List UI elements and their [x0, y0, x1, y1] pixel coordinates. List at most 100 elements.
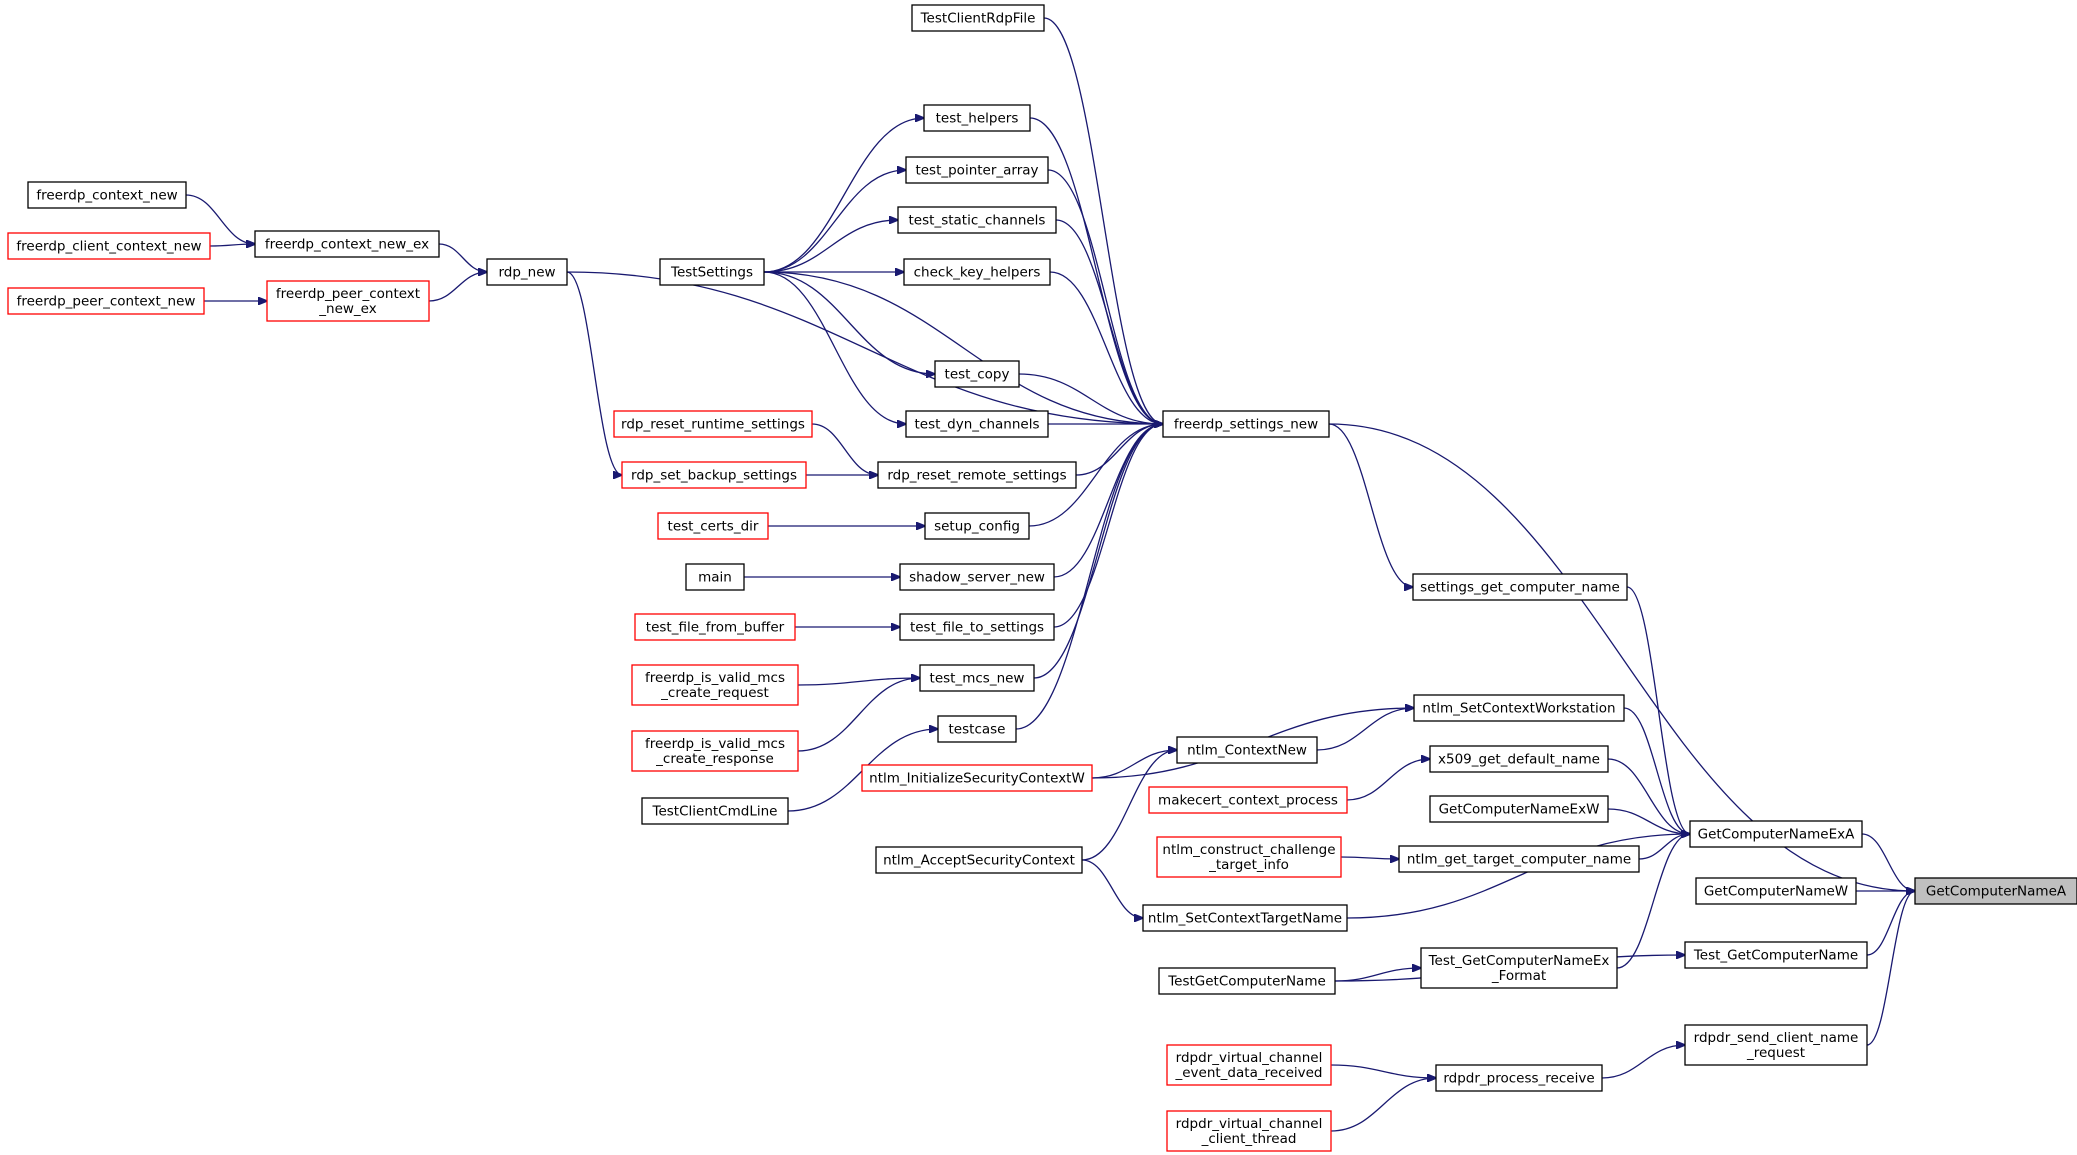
node-get-computer-name-a[interactable]: GetComputerNameA [1914, 877, 2077, 905]
node-ntlm-construct-challenge-target-info[interactable]: ntlm_construct_challenge_target_info [1156, 836, 1342, 878]
node-label: freerdp_client_context_new [16, 239, 201, 255]
node-freerdp-client-context-new[interactable]: freerdp_client_context_new [7, 232, 211, 260]
node-label: TestGetComputerName [1167, 974, 1326, 990]
node-box [613, 410, 813, 438]
node-check-key-helpers[interactable]: check_key_helpers [903, 258, 1051, 286]
node-box [905, 156, 1049, 184]
node-ntlm-set-context-workstation[interactable]: ntlm_SetContextWorkstation [1413, 694, 1625, 722]
node-rdpdr-virtual-channel-event-data-received[interactable]: rdpdr_virtual_channel_event_data_receive… [1166, 1044, 1332, 1086]
node-label: test_static_channels [909, 213, 1046, 229]
edge-x509-get-default-name-to-get-computer-name-ex-a [1607, 758, 1690, 834]
node-test-file-to-settings[interactable]: test_file_to_settings [899, 613, 1055, 641]
node-box [875, 846, 1083, 874]
node-ntlm-set-context-target-name[interactable]: ntlm_SetContextTargetName [1142, 904, 1348, 932]
node-ntlm-get-target-computer-name[interactable]: ntlm_get_target_computer_name [1398, 845, 1640, 873]
node-test-client-rdp-file[interactable]: TestClientRdpFile [911, 4, 1045, 32]
node-rdp-set-backup-settings[interactable]: rdp_set_backup_settings [621, 461, 807, 489]
edge-test-get-computer-name-ex-format-to-get-computer-name-ex-a [1616, 834, 1690, 969]
node-test-copy[interactable]: test_copy [934, 360, 1020, 388]
node-get-computer-name-ex-a[interactable]: GetComputerNameExA [1689, 820, 1863, 848]
node-x509-get-default-name[interactable]: x509_get_default_name [1429, 745, 1609, 773]
node-box [1695, 877, 1857, 905]
node-ntlm-context-new[interactable]: ntlm_ContextNew [1176, 736, 1318, 764]
node-get-computer-name-ex-w[interactable]: GetComputerNameExW [1429, 795, 1609, 823]
node-label: Test_GetComputerNameEx [1428, 953, 1610, 969]
node-shadow-server-new[interactable]: shadow_server_new [899, 563, 1055, 591]
node-label: check_key_helpers [914, 265, 1041, 281]
node-rdp-reset-remote-settings[interactable]: rdp_reset_remote_settings [877, 461, 1077, 489]
edge-get-computer-name-ex-a-to-get-computer-name-a [1861, 833, 1915, 891]
node-test-dyn-channels[interactable]: test_dyn_channels [905, 410, 1049, 438]
node-label: ntlm_SetContextTargetName [1148, 911, 1342, 927]
node-box [911, 4, 1045, 32]
node-settings-get-computer-name[interactable]: settings_get_computer_name [1412, 573, 1628, 601]
edge-ntlm-initialize-security-context-w-to-ntlm-context-new [1091, 750, 1177, 779]
edge-rdpdr-virtual-channel-event-data-received-to-rdpdr-process-receive [1330, 1064, 1436, 1078]
node-label: TestClientCmdLine [652, 804, 778, 820]
node-box [685, 563, 745, 591]
node-label: testcase [949, 722, 1006, 738]
node-rdpdr-process-receive[interactable]: rdpdr_process_receive [1435, 1064, 1603, 1092]
edge-rdp-reset-remote-settings-to-freerdp-settings-new [1075, 424, 1163, 476]
node-box [1412, 573, 1628, 601]
edge-test-settings-to-test-dyn-channels [763, 271, 906, 424]
node-label: freerdp_settings_new [1174, 417, 1318, 433]
node-label: settings_get_computer_name [1420, 580, 1620, 596]
node-box [1398, 845, 1640, 873]
node-freerdp-is-valid-mcs-create-response[interactable]: freerdp_is_valid_mcs_create_response [631, 730, 799, 772]
node-test-pointer-array[interactable]: test_pointer_array [905, 156, 1049, 184]
edge-test-get-computer-name-to-test-get-computer-name-ex-format [1334, 968, 1421, 982]
node-setup-config[interactable]: setup_config [924, 512, 1030, 540]
node-label: ntlm_SetContextWorkstation [1422, 701, 1615, 717]
node-box [7, 287, 205, 315]
node-box [937, 715, 1017, 743]
node-test-file-from-buffer[interactable]: test_file_from_buffer [634, 613, 796, 641]
node-rdpdr-send-client-name-request[interactable]: rdpdr_send_client_name_request [1684, 1024, 1868, 1066]
node-label: _new_ex [318, 301, 376, 317]
node-label: makecert_context_process [1158, 793, 1338, 809]
edge-test-settings-to-test-copy [763, 271, 935, 374]
node-testcase[interactable]: testcase [937, 715, 1017, 743]
node-box [634, 613, 796, 641]
node-label: TestSettings [670, 265, 753, 281]
node-test-mcs-new[interactable]: test_mcs_new [919, 664, 1035, 692]
edge-test-client-rdp-file-to-freerdp-settings-new [1043, 17, 1163, 424]
node-freerdp-peer-context-new[interactable]: freerdp_peer_context_new [7, 287, 205, 315]
node-label: _event_data_received [1174, 1065, 1322, 1081]
node-rdp-new[interactable]: rdp_new [486, 258, 568, 286]
node-test-helpers[interactable]: test_helpers [923, 104, 1031, 132]
edge-test-get-computer-name-to-get-computer-name-a [1866, 891, 1915, 956]
node-rdpdr-virtual-channel-client-thread[interactable]: rdpdr_virtual_channel_client_thread [1166, 1110, 1332, 1152]
edge-freerdp-peer-context-new-ex-to-rdp-new [428, 272, 487, 302]
node-test-certs-dir[interactable]: test_certs_dir [657, 512, 769, 540]
node-box [657, 512, 769, 540]
node-box [1429, 745, 1609, 773]
node-label: freerdp_peer_context_new [17, 294, 196, 310]
node-box [641, 797, 789, 825]
node-label: rdpdr_send_client_name [1694, 1030, 1859, 1046]
node-makecert-context-process[interactable]: makecert_context_process [1148, 786, 1348, 814]
node-box [923, 104, 1031, 132]
node-label: ntlm_construct_challenge [1162, 842, 1335, 858]
node-test-get-computer-name[interactable]: Test_GetComputerName [1684, 941, 1868, 969]
node-test-settings[interactable]: TestSettings [659, 258, 765, 286]
node-freerdp-settings-new[interactable]: freerdp_settings_new [1162, 410, 1330, 438]
node-rdp-reset-runtime-settings[interactable]: rdp_reset_runtime_settings [613, 410, 813, 438]
node-test-client-cmd-line[interactable]: TestClientCmdLine [641, 797, 789, 825]
node-freerdp-peer-context-new-ex[interactable]: freerdp_peer_context_new_ex [266, 280, 430, 322]
node-label: GetComputerNameA [1926, 884, 2067, 900]
node-label: ntlm_AcceptSecurityContext [883, 853, 1075, 869]
node-freerdp-context-new[interactable]: freerdp_context_new [27, 181, 187, 209]
node-freerdp-context-new-ex[interactable]: freerdp_context_new_ex [254, 230, 440, 258]
node-get-computer-name-w[interactable]: GetComputerNameW [1695, 877, 1857, 905]
node-test-static-channels[interactable]: test_static_channels [897, 206, 1057, 234]
node-test-get-computer-name[interactable]: TestGetComputerName [1158, 967, 1336, 995]
node-ntlm-accept-security-context[interactable]: ntlm_AcceptSecurityContext [875, 846, 1083, 874]
edge-ntlm-get-target-computer-name-to-get-computer-name-ex-a [1638, 834, 1690, 860]
node-box [659, 258, 765, 286]
node-main[interactable]: main [685, 563, 745, 591]
node-test-get-computer-name-ex-format[interactable]: Test_GetComputerNameEx_Format [1420, 947, 1618, 989]
node-ntlm-initialize-security-context-w[interactable]: ntlm_InitializeSecurityContextW [861, 764, 1093, 792]
node-freerdp-is-valid-mcs-create-request[interactable]: freerdp_is_valid_mcs_create_request [631, 664, 799, 706]
node-label: _create_request [660, 685, 769, 701]
